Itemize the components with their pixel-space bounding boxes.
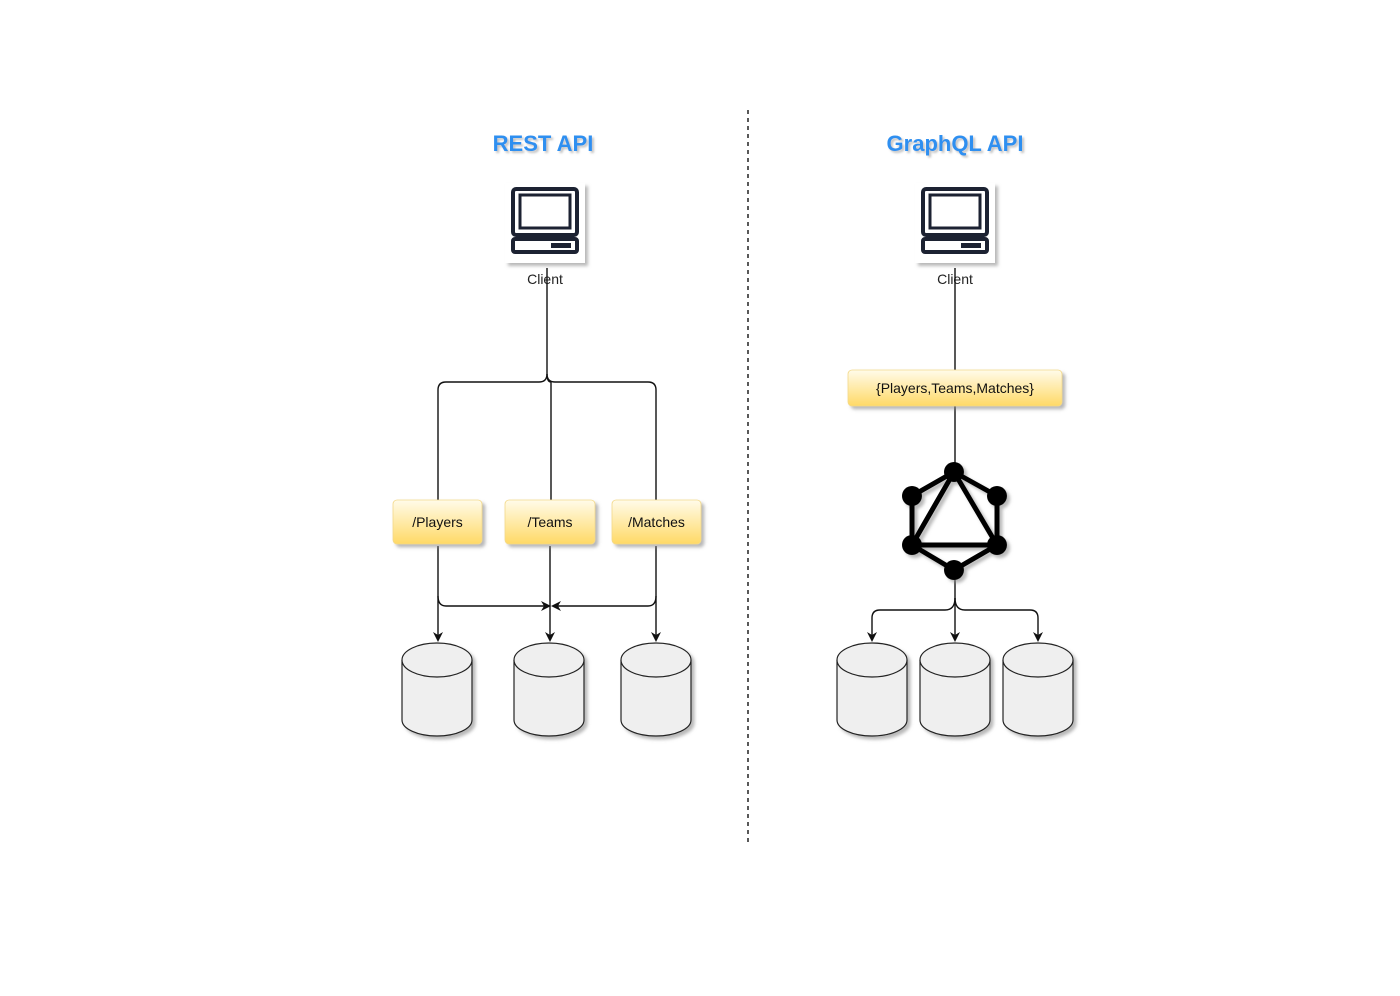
endpoint-teams-label: /Teams — [527, 514, 572, 530]
graphql-query-box: {Players,Teams,Matches} — [847, 369, 1063, 407]
graphql-title: GraphQL API — [887, 131, 1024, 156]
graphql-database-3 — [1002, 642, 1074, 737]
rest-title: REST API — [493, 131, 594, 156]
graphql-database-2 — [919, 642, 991, 737]
rest-client-edges — [437, 268, 657, 500]
endpoint-players: /Players — [392, 499, 483, 545]
rest-database-3 — [620, 642, 692, 737]
endpoint-matches-label: /Matches — [628, 514, 685, 530]
endpoint-teams: /Teams — [504, 499, 596, 545]
endpoint-players-label: /Players — [412, 514, 463, 530]
rest-db-edges — [433, 546, 661, 642]
rest-client-icon — [505, 183, 585, 263]
rest-database-2 — [513, 642, 585, 737]
graphql-database-1 — [836, 642, 908, 737]
rest-client-label: Client — [527, 271, 563, 287]
endpoint-matches: /Matches — [611, 499, 702, 545]
rest-database-1 — [401, 642, 473, 737]
graphql-client-icon — [915, 183, 995, 263]
graphql-logo-icon — [902, 462, 1007, 580]
graphql-query-label: {Players,Teams,Matches} — [876, 380, 1034, 396]
graphql-edges — [867, 268, 1043, 642]
